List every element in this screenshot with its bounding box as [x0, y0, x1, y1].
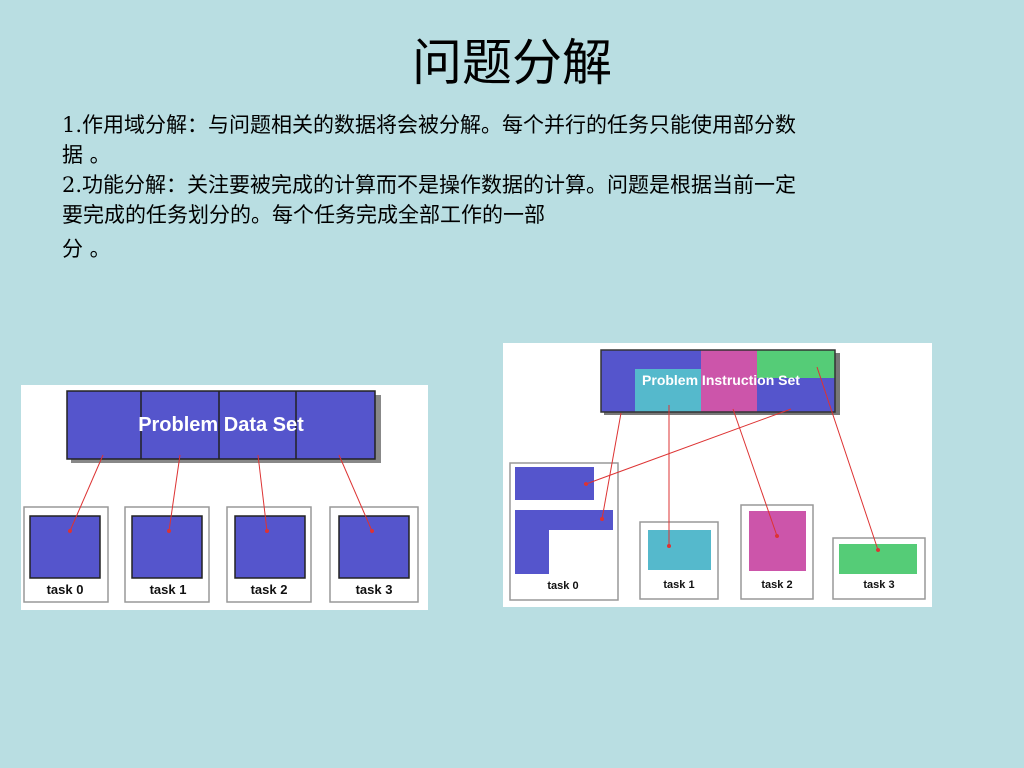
data-set-header-label: Problem Data Set	[138, 414, 304, 436]
task-label: task 0	[47, 582, 84, 597]
task-box: task 2	[740, 504, 814, 600]
arrow-line	[600, 412, 622, 521]
arrow-line	[167, 454, 181, 533]
instruction-segment-magenta	[701, 350, 757, 412]
functional-decomposition-svg: Problem Instruction Set task 0 task 1 ta…	[509, 349, 926, 601]
data-set-header	[66, 390, 376, 460]
slide-body: 1.作用域分解：与问题相关的数据将会被分解。每个并行的任务只能使用部分数据 。 …	[62, 110, 812, 264]
figure-functional-decomposition: Problem Instruction Set task 0 task 1 ta…	[503, 343, 932, 607]
task-box: task 1	[124, 506, 210, 603]
figure-data-decomposition: Problem Data Set task 0 task 1 task 2 ta…	[21, 385, 428, 610]
task-label: task 3	[356, 582, 393, 597]
task-label: task 2	[251, 582, 288, 597]
task-label: task 0	[547, 580, 578, 592]
arrow-line	[732, 408, 779, 538]
task-box: task 0	[23, 506, 109, 603]
task-label: task 1	[150, 582, 187, 597]
task-box: task 3	[329, 506, 419, 603]
paragraph-domain-decomposition: 1.作用域分解：与问题相关的数据将会被分解。每个并行的任务只能使用部分数据 。	[62, 113, 797, 167]
paragraph-functional-decomposition: 2.功能分解：关注要被完成的计算而不是操作数据的计算。问题是根据当前一定要完成的…	[62, 173, 797, 227]
task-label: task 2	[761, 579, 792, 591]
arrow-line	[257, 454, 269, 533]
data-decomposition-svg: Problem Data Set task 0 task 1 task 2 ta…	[23, 390, 419, 603]
arrow-line	[68, 454, 104, 533]
task-box: task 3	[832, 537, 926, 600]
instruction-segment-green	[757, 350, 835, 378]
arrow-line	[584, 408, 792, 486]
instruction-set-header-label: Problem Instruction Set	[642, 372, 800, 388]
slide-title: 问题分解	[412, 34, 612, 92]
task-box: task 1	[639, 521, 719, 600]
arrow-line	[816, 366, 880, 552]
task-box: task 2	[226, 506, 312, 603]
task-label: task 3	[863, 579, 894, 591]
paragraph-tail: 分 。	[62, 237, 111, 261]
instruction-segment-cyan	[635, 369, 701, 412]
task-label: task 1	[663, 579, 694, 591]
task-box: task 0	[509, 462, 619, 601]
arrow-line	[338, 454, 374, 533]
instruction-set-border	[600, 349, 836, 413]
